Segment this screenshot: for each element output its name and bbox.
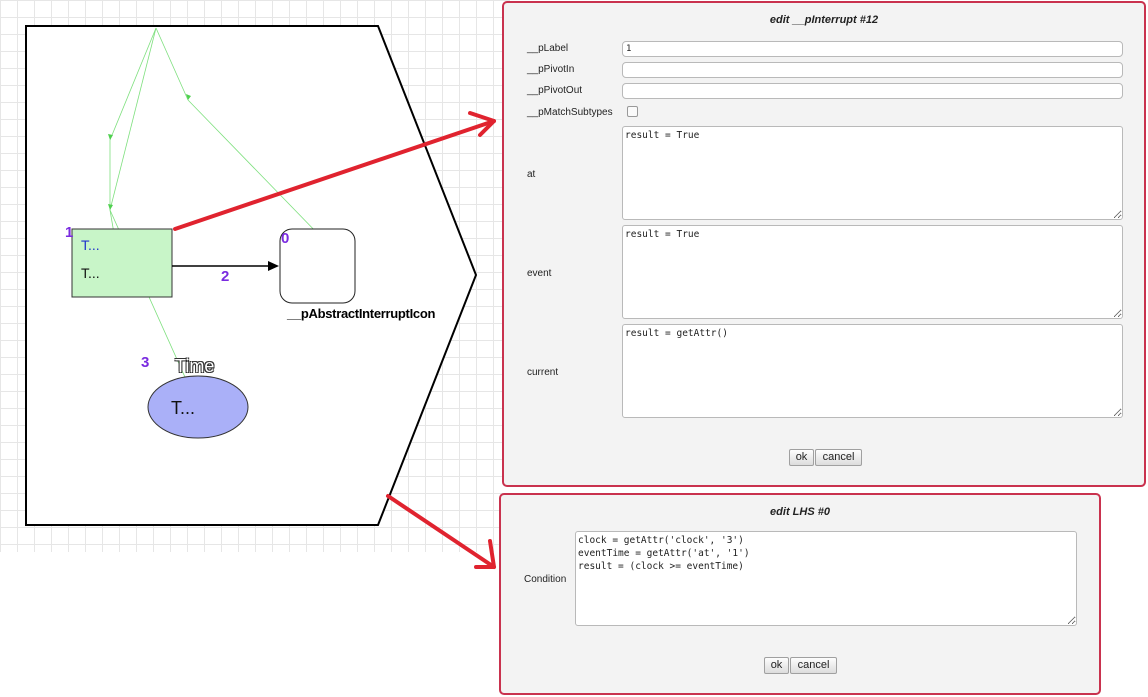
interrupt-icon-node[interactable] bbox=[279, 228, 356, 304]
diagram-drawing[interactable] bbox=[0, 0, 510, 552]
diagram-canvas[interactable]: T... T... __pAbstractInterruptIcon Time … bbox=[0, 0, 510, 552]
time-title: Time bbox=[175, 356, 215, 376]
pivot-out-label: __pPivotOut bbox=[527, 85, 583, 96]
event-label: event bbox=[527, 268, 552, 279]
icon-caption: __pAbstractInterruptIcon bbox=[287, 306, 436, 321]
dialog-title: edit LHS #0 bbox=[770, 506, 830, 518]
match-subtypes-checkbox[interactable] bbox=[627, 106, 638, 117]
node-number-0: 0 bbox=[281, 230, 290, 247]
condition-textarea[interactable]: clock = getAttr('clock', '3') eventTime … bbox=[575, 531, 1077, 626]
ok-button[interactable]: ok bbox=[764, 657, 789, 674]
dialog-title: edit __pInterrupt #12 bbox=[769, 14, 879, 26]
at-textarea[interactable]: result = True bbox=[622, 126, 1123, 220]
edit-lhs-dialog: edit LHS #0 Condition clock = getAttr('c… bbox=[499, 493, 1101, 695]
plabel-label: __pLabel bbox=[527, 43, 569, 54]
state-node[interactable] bbox=[71, 228, 173, 298]
node-number-2: 2 bbox=[221, 268, 230, 285]
ellipse-text: T... bbox=[171, 398, 196, 418]
connector-arrowhead bbox=[268, 261, 279, 271]
state-text-1: T... bbox=[81, 237, 100, 253]
pivot-in-input[interactable] bbox=[622, 62, 1123, 78]
match-subtypes-label: __pMatchSubtypes bbox=[527, 107, 613, 118]
cancel-button[interactable]: cancel bbox=[790, 657, 837, 674]
pivot-out-input[interactable] bbox=[622, 83, 1123, 99]
node-number-3: 3 bbox=[141, 354, 150, 371]
state-text-2: T... bbox=[81, 265, 100, 281]
edit-interrupt-dialog: edit __pInterrupt #12 __pLabel __pPivotI… bbox=[502, 1, 1146, 487]
cancel-button[interactable]: cancel bbox=[815, 449, 862, 466]
node-number-1: 1 bbox=[65, 224, 74, 241]
ok-button[interactable]: ok bbox=[789, 449, 814, 466]
current-label: current bbox=[527, 367, 559, 378]
at-label: at bbox=[527, 169, 536, 180]
current-textarea[interactable]: result = getAttr() bbox=[622, 324, 1123, 418]
time-ellipse-node[interactable] bbox=[147, 375, 249, 439]
event-textarea[interactable]: result = True bbox=[622, 225, 1123, 319]
plabel-input[interactable] bbox=[622, 41, 1123, 57]
condition-label: Condition bbox=[524, 574, 567, 585]
pivot-in-label: __pPivotIn bbox=[527, 64, 575, 75]
